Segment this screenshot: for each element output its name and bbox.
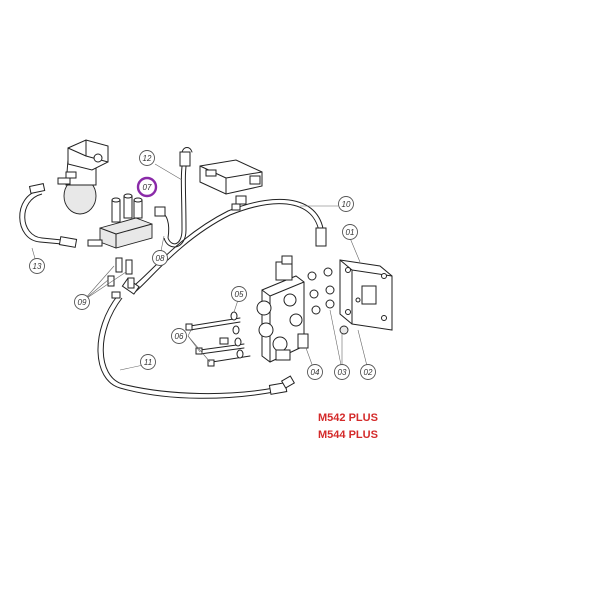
callout-label-11: 11 (144, 358, 152, 367)
leader-lines (31, 163, 369, 371)
callout-label-06: 06 (175, 332, 184, 341)
callout-label-01: 01 (346, 228, 355, 237)
control-valve (256, 255, 309, 363)
callout-circle-01 (342, 224, 358, 240)
callout-08: 08 (152, 250, 168, 266)
callout-circle-05 (231, 286, 247, 302)
callout-07: 07 (136, 176, 158, 198)
nuts-03 (307, 267, 349, 335)
callout-circle-07 (136, 176, 158, 198)
callout-circle-13 (29, 258, 45, 274)
fittings-09 (107, 257, 135, 299)
model-label-m544: M544 PLUS (318, 429, 378, 441)
callout-10: 10 (338, 196, 354, 212)
callout-label-09: 09 (78, 298, 87, 307)
hose-13 (19, 183, 78, 248)
callout-label-07: 07 (143, 183, 152, 192)
accumulator (57, 139, 109, 215)
callout-11: 11 (140, 354, 156, 370)
callout-05: 05 (231, 286, 247, 302)
callout-group: 01 02 03 04 05 06 07 08 09 10 11 12 13 (29, 150, 376, 380)
callout-02: 02 (360, 364, 376, 380)
callout-label-05: 05 (235, 290, 244, 299)
callout-circle-02 (360, 364, 376, 380)
hose-11 (97, 294, 296, 399)
callout-circle-12 (139, 150, 155, 166)
callout-04: 04 (307, 364, 323, 380)
callout-01: 01 (342, 224, 358, 240)
valve-block (87, 193, 153, 249)
callout-label-13: 13 (33, 262, 42, 271)
callout-circle-09 (74, 294, 90, 310)
solenoid-valve (199, 159, 263, 211)
hose-12 (163, 147, 193, 248)
callout-circle-10 (338, 196, 354, 212)
callout-label-02: 02 (364, 368, 373, 377)
callout-circle-06 (171, 328, 187, 344)
callout-label-08: 08 (156, 254, 165, 263)
hose-connector-08 (154, 206, 170, 239)
callout-06: 06 (171, 328, 187, 344)
callout-12: 12 (139, 150, 155, 166)
callout-label-10: 10 (342, 200, 351, 209)
bracket-plate-01 (339, 259, 393, 331)
callout-13: 13 (29, 258, 45, 274)
callout-label-03: 03 (338, 368, 347, 377)
callout-label-12: 12 (143, 154, 152, 163)
model-label-m542: M542 PLUS (318, 412, 378, 424)
callout-circle-04 (307, 364, 323, 380)
callout-circle-08 (152, 250, 168, 266)
callout-03: 03 (334, 364, 350, 380)
callout-circle-03 (334, 364, 350, 380)
washers-05 (230, 311, 244, 359)
callout-09: 09 (74, 294, 90, 310)
callout-label-04: 04 (311, 368, 320, 377)
callout-circle-11 (140, 354, 156, 370)
